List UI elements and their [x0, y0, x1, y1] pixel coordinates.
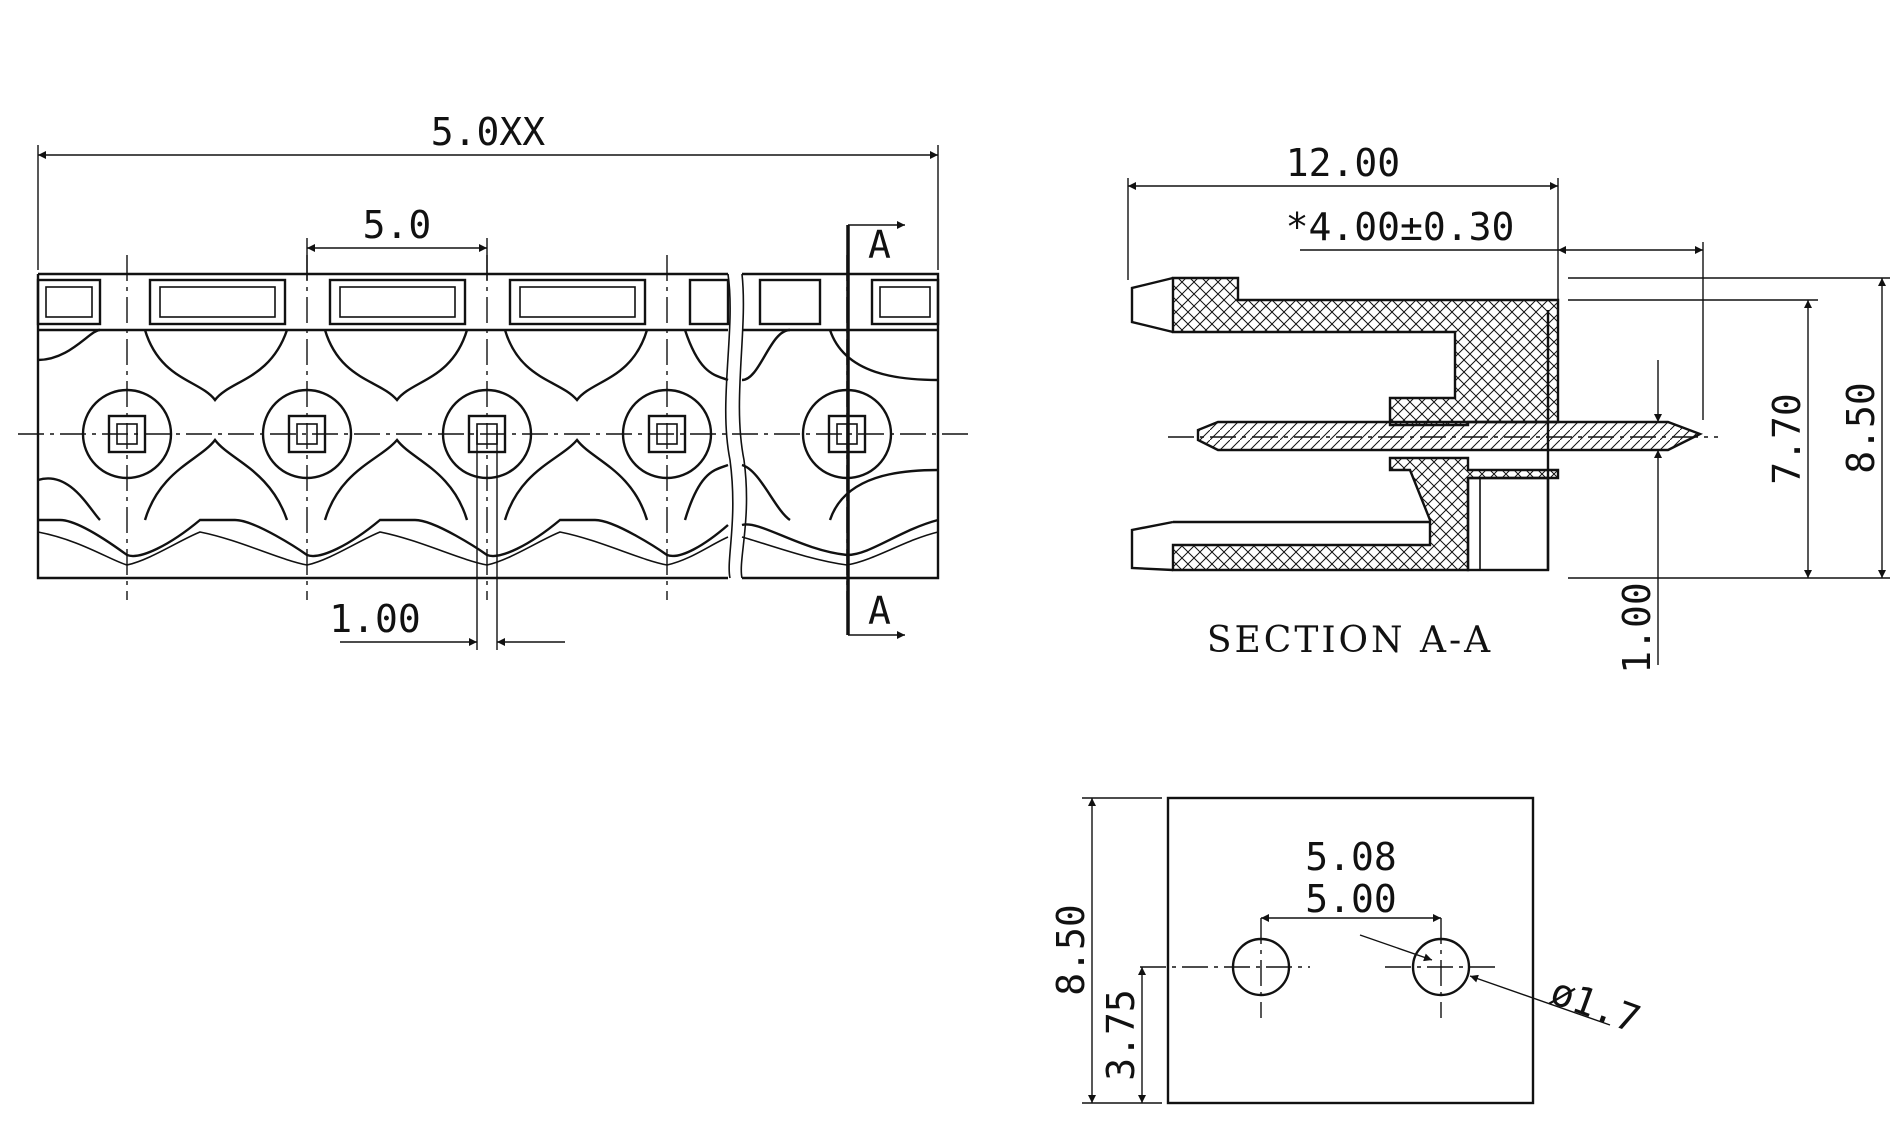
pcb-layout: 5.08 5.00 ø1.7 8.50 3.75 — [1049, 796, 1646, 1105]
top-recesses — [36, 278, 940, 326]
height-inner-label: 7.70 — [1765, 393, 1809, 485]
pin-length-label: *4.00±0.30 — [1286, 205, 1515, 249]
screw-terminals — [81, 388, 893, 480]
section-mark-bottom: A — [868, 589, 891, 633]
section-mark-top: A — [868, 223, 891, 267]
section-view: 12.00 *4.00±0.30 7.70 8.50 1.00 SECTION — [1127, 141, 1890, 674]
overall-length-label: 5.0XX — [431, 110, 546, 154]
hole-offset-label: 3.75 — [1099, 989, 1143, 1081]
pin-thickness-label: 1.00 — [1615, 582, 1659, 674]
pcb-pitch-b-label: 5.00 — [1305, 877, 1397, 921]
pcb-height-label: 8.50 — [1049, 904, 1093, 996]
pitch-label: 5.0 — [363, 203, 432, 247]
section-title: SECTION A-A — [1207, 620, 1493, 661]
pin-width-label: 1.00 — [329, 597, 421, 641]
depth-label: 12.00 — [1286, 141, 1400, 185]
front-view: 5.0XX 5.0 — [18, 110, 968, 650]
height-outer-label: 8.50 — [1839, 382, 1883, 474]
hole-dia-label: ø1.7 — [1545, 969, 1646, 1042]
pcb-pitch-a-label: 5.08 — [1305, 835, 1397, 879]
